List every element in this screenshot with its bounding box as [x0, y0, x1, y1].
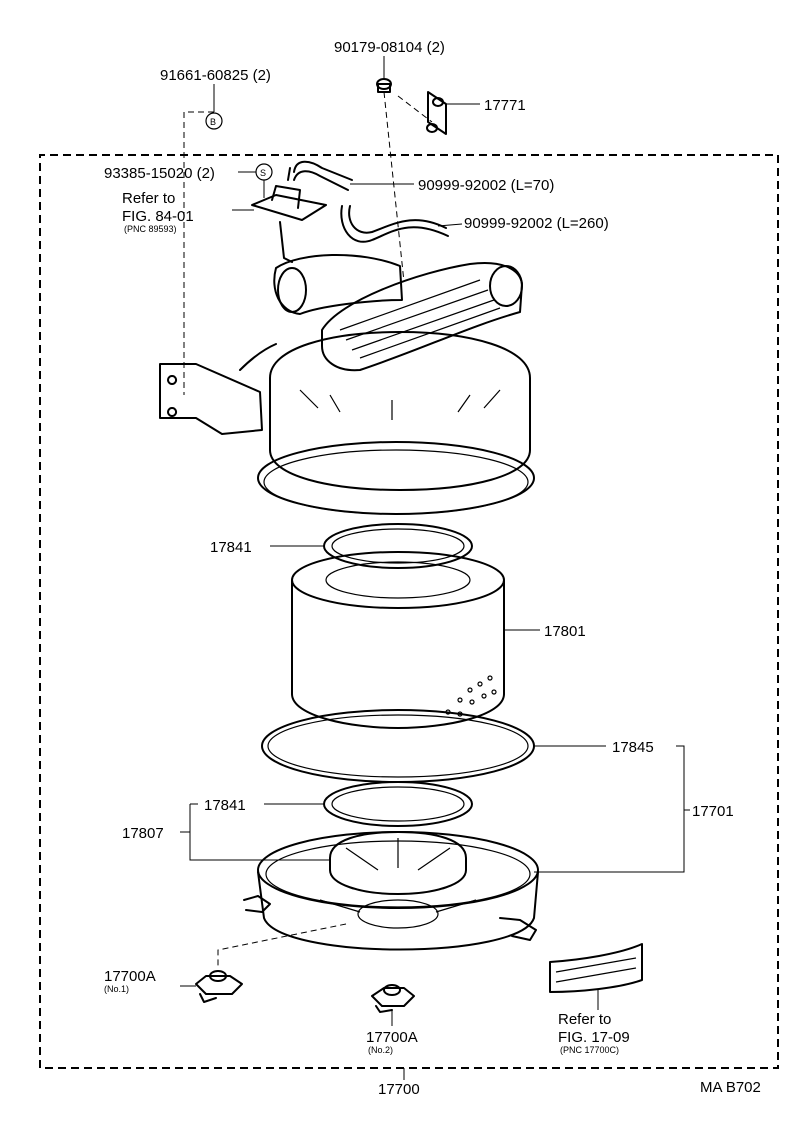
gasket-top-inner: [331, 528, 465, 564]
leader-clamp-no1: [217, 923, 347, 968]
gasket-middle-inner: [267, 714, 529, 778]
callout-s: S: [260, 168, 266, 178]
label-refer84-line2: FIG. 84-01: [122, 208, 194, 225]
label-case-assy: 17701: [692, 803, 734, 820]
label-hose-260: 90999-92002 (L=260): [464, 215, 609, 232]
label-gasket-low: 17841: [204, 797, 246, 814]
gasket-lower-inner: [331, 786, 465, 822]
label-clamp-no1: 17700A: [104, 968, 156, 985]
label-bolt-b: 91661-60825 (2): [160, 67, 271, 84]
label-element: 17801: [544, 623, 586, 640]
label-bolt-cap: 90179-08104 (2): [334, 39, 445, 56]
valve-part: [251, 167, 327, 263]
leader-bolt-b: [183, 111, 214, 395]
label-gasket-mid: 17845: [612, 739, 654, 756]
stay-part: [426, 91, 447, 135]
lower-case: [243, 831, 539, 951]
clamp-no1-part: [195, 970, 243, 1003]
label-refer17-pnc: (PNC 17700C): [560, 1045, 619, 1055]
assembly-boundary: [39, 154, 779, 1069]
drawing-code: MA B702: [700, 1079, 761, 1096]
gasket-middle: [261, 709, 535, 783]
label-clamp-no2: 17700A: [366, 1029, 418, 1046]
gasket-lower: [323, 781, 473, 827]
label-refer84-line1: Refer to: [122, 190, 175, 207]
leader-stay: [397, 95, 433, 123]
label-screw-s: 93385-15020 (2): [104, 165, 215, 182]
label-stay: 17771: [484, 97, 526, 114]
clamp-no2-part: [371, 984, 415, 1013]
bracket-part: [159, 343, 277, 435]
label-clamp-no2-sub: (No.2): [368, 1045, 393, 1055]
label-refer17-line2: FIG. 17-09: [558, 1029, 630, 1046]
label-clamp-no1-sub: (No.1): [104, 984, 129, 994]
bolt-cap-part: [376, 78, 392, 93]
label-refer17-line1: Refer to: [558, 1011, 611, 1028]
air-cleaner-cap: [257, 254, 535, 515]
filter-element: [291, 551, 505, 729]
bracket-17701: [534, 745, 690, 873]
hose-long: [340, 205, 449, 243]
label-gasket-top: 17841: [210, 539, 252, 556]
hose-short: [293, 160, 353, 191]
leader-bolt-cap: [383, 91, 405, 283]
bracket-17807: [180, 803, 330, 861]
label-refer84-pnc: (PNC 89593): [124, 224, 177, 234]
label-hose-70: 90999-92002 (L=70): [418, 177, 554, 194]
label-assembly: 17700: [378, 1081, 420, 1098]
callout-b-circle: [205, 112, 223, 130]
leader-screw-s: [238, 171, 265, 198]
leader-hose-260: [437, 223, 463, 227]
label-sub-assy: 17807: [122, 825, 164, 842]
callout-b: B: [210, 117, 216, 127]
caution-plate: [549, 943, 643, 993]
